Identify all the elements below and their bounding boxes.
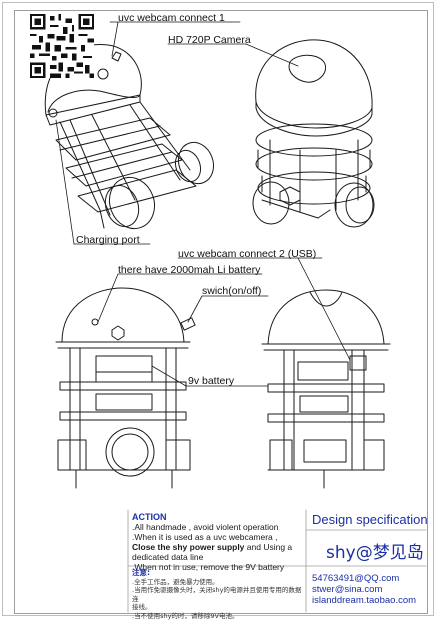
action-line-3-bold: Close the shy power supply (132, 542, 245, 552)
action-line-3-rest: and Using a (244, 542, 293, 552)
label-switch: swich(on/off) (202, 285, 262, 297)
contact-email: stwer@sina.com (312, 584, 383, 595)
contact-qq: 54763491@QQ.com (312, 573, 400, 584)
drawing-sheet (2, 2, 434, 616)
notice-line-1: .全手工作品，避免暴力使用。 (132, 577, 219, 586)
contact-shop: islanddream.taobao.com (312, 595, 417, 606)
action-line-5: .When not in use, remove the 9V battery (132, 562, 285, 572)
contact-info: 54763491@QQ.com stwer@sina.com islanddre… (312, 573, 416, 606)
robot-view-tilted (44, 43, 215, 230)
notice-line-4: .当不使用shy的时，请移除9V电池。 (132, 611, 239, 620)
robot-view-side (261, 289, 391, 489)
robot-view-iso (252, 39, 375, 228)
action-title: ACTION (132, 512, 167, 522)
label-li-battery: there have 2000mah Li battery (118, 264, 261, 276)
label-charging-port: Charging port (76, 234, 140, 246)
robot-view-front (55, 287, 196, 489)
notice-title: 注意: (132, 568, 150, 577)
brand-name: shy@梦见岛 (326, 543, 424, 563)
notice-line-3: 接线。 (132, 603, 152, 611)
action-line-4: dedicated data line (132, 552, 204, 562)
action-notes: ACTION .All handmade , avoid violent ope… (132, 512, 304, 572)
label-hd-camera: HD 720P Camera (168, 34, 251, 46)
design-spec-title: Design specification (312, 512, 428, 527)
notice-notes: 注意: .全手工作品，避免暴力使用。 .当用作免驱摄像头时，关闭shy的电源并且… (132, 568, 304, 620)
title-block-grid (127, 509, 427, 613)
label-webcam-connect-2: uvc webcam connect 2 (USB) (178, 248, 317, 260)
label-webcam-connect-1: uvc webcam connect 1 (118, 12, 225, 24)
notice-line-2: .当用作免驱摄像头时，关闭shy的电源并且使用专用的数据连 (132, 586, 302, 603)
qr-code-icon (30, 14, 94, 78)
drawing-frame (14, 10, 428, 614)
action-line-1: .All handmade , avoid violent operation (132, 522, 279, 532)
action-line-2: .When it is used as a uvc webcamera , (132, 532, 278, 542)
leader-lines (55, 21, 351, 387)
label-9v-battery: 9v battery (188, 375, 235, 387)
